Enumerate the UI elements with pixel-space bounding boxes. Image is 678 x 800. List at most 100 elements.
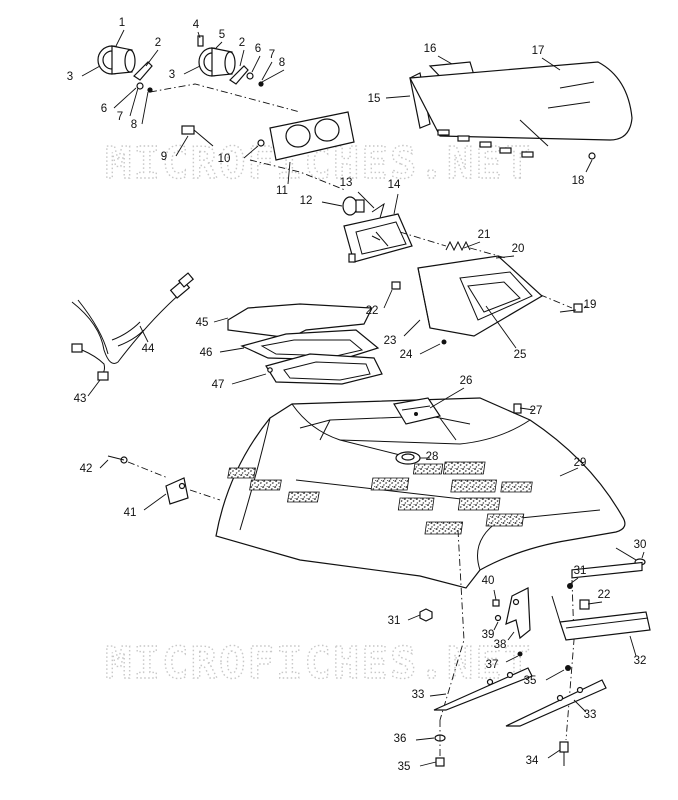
- callout-label-7: 7: [269, 49, 275, 61]
- screw-39: [494, 614, 502, 622]
- callout-leader-40: [493, 589, 497, 601]
- callout-leader-43: [87, 379, 101, 397]
- callout-leader-2: [239, 49, 245, 67]
- strap-37: [517, 595, 561, 657]
- callout-label-47: 47: [212, 379, 225, 391]
- panel-45: [227, 303, 373, 339]
- centerline-gauges-2: [249, 159, 346, 191]
- callout-label-8: 8: [131, 119, 137, 131]
- panel-46: [240, 329, 380, 361]
- callout-label-34: 34: [526, 755, 539, 767]
- centerline-gauges: [149, 83, 301, 113]
- gauge-left: [97, 45, 136, 75]
- callout-leader-25: [485, 305, 517, 349]
- callout-label-29: 29: [574, 457, 587, 469]
- hood-bracket-26: [393, 397, 441, 425]
- callout-label-23: 23: [384, 335, 397, 347]
- bolt-34: [559, 741, 569, 766]
- callout-leader-11: [287, 161, 291, 185]
- callout-leader-21: [463, 241, 481, 249]
- callout-label-16: 16: [424, 43, 437, 55]
- callout-leader-16: [437, 55, 453, 65]
- centerline-hood-front: [439, 529, 465, 721]
- callout-label-42: 42: [80, 463, 93, 475]
- gauge-right: [198, 47, 236, 77]
- callout-leader-45: [213, 317, 229, 323]
- callout-leader-8: [141, 91, 149, 125]
- callout-leader-32: [629, 635, 637, 657]
- callout-label-31: 31: [574, 565, 587, 577]
- callout-label-41: 41: [124, 507, 137, 519]
- callout-label-19: 19: [584, 299, 597, 311]
- screw-27: [513, 403, 522, 414]
- callout-label-4: 4: [193, 19, 200, 31]
- callout-leader-38: [507, 631, 515, 641]
- callout-label-3: 3: [67, 71, 73, 83]
- callout-leader-37: [505, 655, 519, 663]
- windshield: [409, 61, 633, 160]
- callout-leader-5: [215, 41, 223, 49]
- callout-label-11: 11: [276, 185, 288, 197]
- callout-label-38: 38: [494, 639, 507, 651]
- callout-label-1: 1: [119, 17, 125, 29]
- callout-leader-35: [419, 761, 437, 767]
- callout-leader-6: [113, 87, 137, 109]
- callout-label-14: 14: [388, 179, 401, 191]
- callout-leader-17: [541, 57, 561, 71]
- callout-label-22: 22: [598, 589, 611, 601]
- callout-leader-3: [81, 65, 101, 77]
- callout-label-2: 2: [239, 37, 245, 49]
- screw-4: [197, 35, 204, 47]
- callout-label-30: 30: [634, 539, 647, 551]
- screw-35-lower: [435, 757, 445, 767]
- taillight-32: [559, 561, 651, 641]
- callout-leader-24: [419, 343, 441, 355]
- bolt-19: [559, 303, 583, 313]
- callout-label-25: 25: [514, 349, 527, 361]
- callout-leader-3: [183, 65, 201, 75]
- callout-leader-39: [493, 621, 499, 631]
- callout-label-5: 5: [219, 29, 225, 41]
- callout-leader-7: [129, 87, 139, 117]
- callout-leader-46: [219, 347, 245, 353]
- callout-leader-31: [569, 577, 579, 585]
- callout-leader-33: [429, 693, 447, 697]
- callout-leader-1: [115, 29, 125, 47]
- screw-24: [441, 339, 447, 345]
- callout-label-35: 35: [524, 675, 537, 687]
- callout-label-43: 43: [74, 393, 87, 405]
- callout-leader-19: [583, 305, 587, 309]
- callout-leader-35: [545, 669, 565, 681]
- callout-label-44: 44: [142, 343, 155, 355]
- watermark-bottom: MICROFICHES.NET: [105, 638, 532, 689]
- gauge-mounting-plate: [269, 111, 355, 161]
- wiring-harness: [71, 272, 195, 381]
- callout-label-39: 39: [482, 629, 495, 641]
- callout-leader-27: [519, 407, 535, 411]
- callout-label-37: 37: [486, 659, 499, 671]
- callout-label-13: 13: [340, 177, 353, 189]
- headlight-shroud: [417, 255, 544, 337]
- callout-leader-20: [495, 255, 515, 259]
- callout-label-24: 24: [400, 349, 413, 361]
- callout-label-6: 6: [101, 103, 107, 115]
- callout-leader-10: [243, 145, 259, 159]
- pin-42: [107, 455, 128, 464]
- callout-label-7: 7: [117, 111, 123, 123]
- callout-leader-4: [197, 31, 201, 39]
- callout-leader-14: [393, 193, 399, 215]
- callout-label-40: 40: [482, 575, 495, 587]
- callout-label-3: 3: [169, 69, 175, 81]
- rail-33-right: [505, 679, 607, 727]
- nut-31-right: [567, 583, 573, 589]
- screw-40: [492, 599, 500, 607]
- callout-label-32: 32: [634, 655, 647, 667]
- callout-label-33: 33: [584, 709, 597, 721]
- nut-22-upper: [391, 281, 401, 290]
- callout-leader-44: [139, 325, 149, 343]
- callout-label-26: 26: [460, 375, 473, 387]
- callout-leader-13: [357, 191, 375, 209]
- panel-47: [265, 353, 383, 385]
